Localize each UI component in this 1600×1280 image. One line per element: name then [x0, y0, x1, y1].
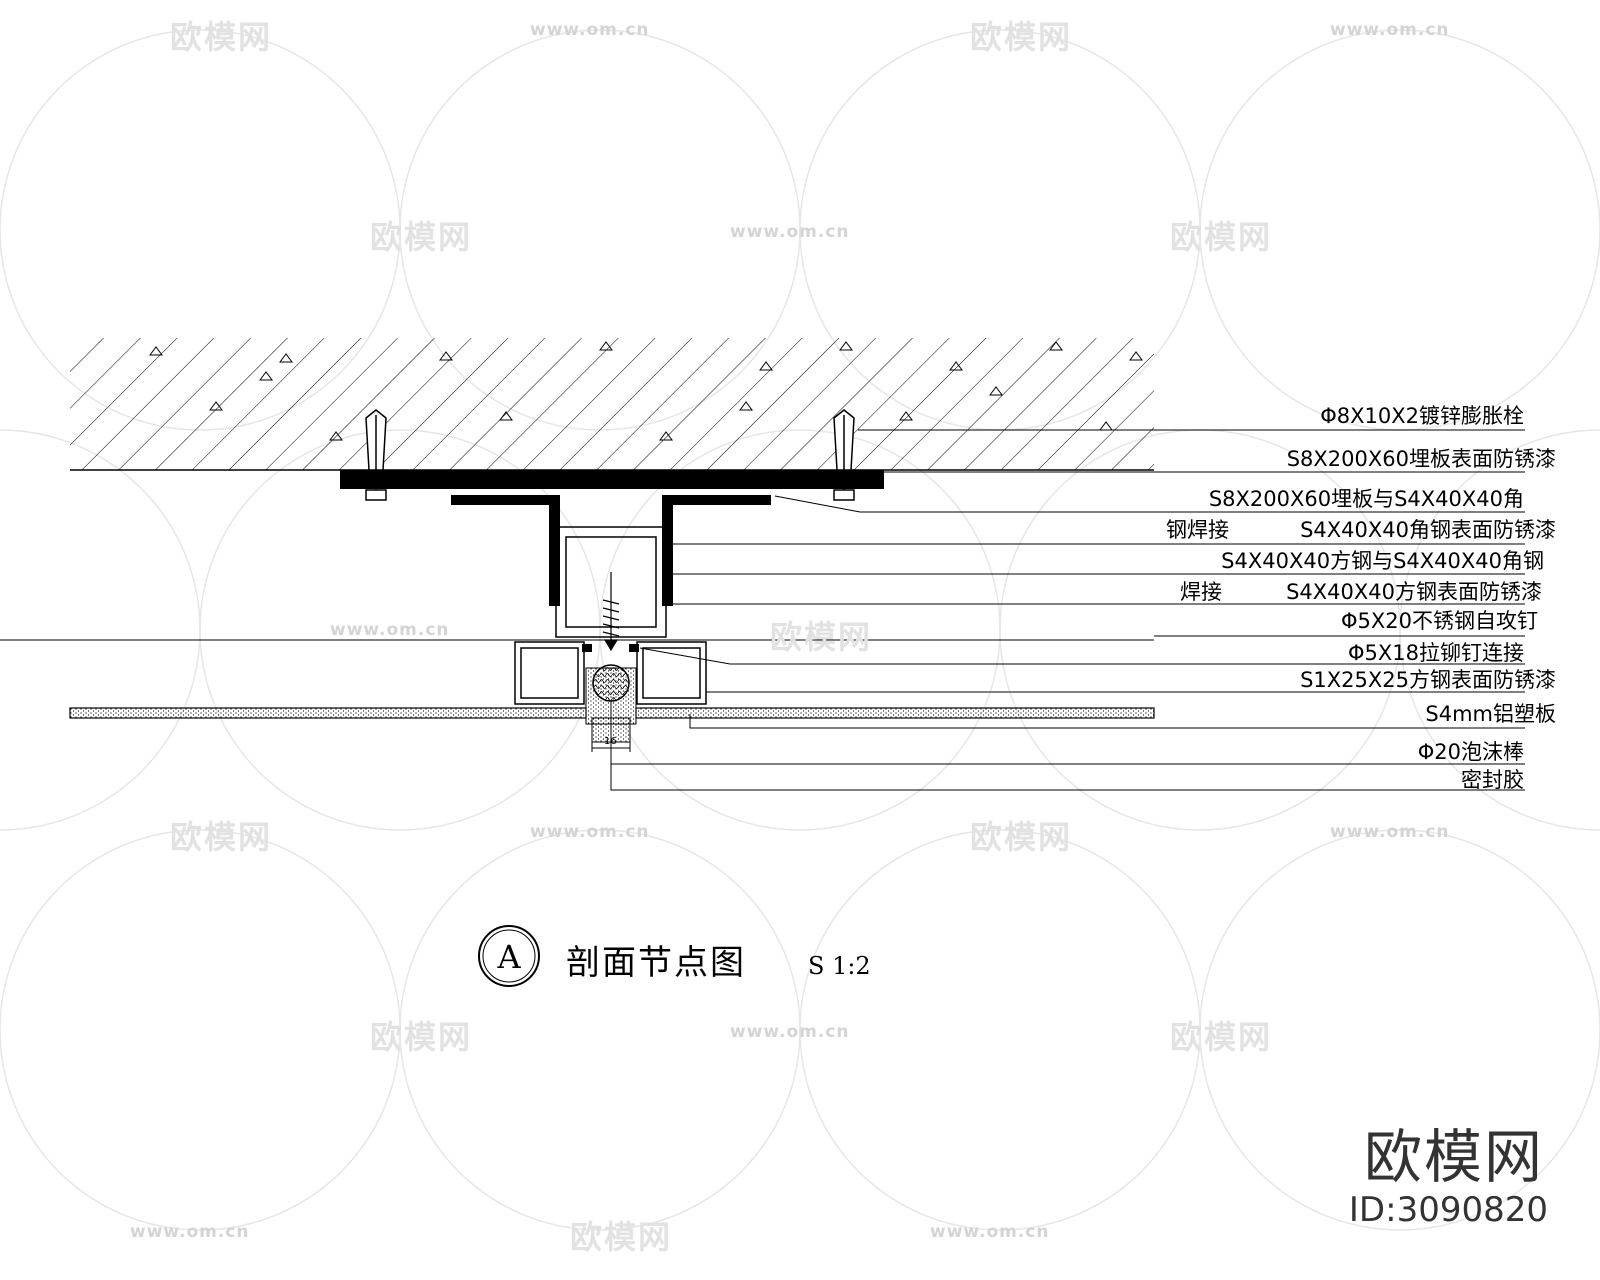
label-anchor-bolt: Φ8X10X2镀锌膨胀栓	[1320, 404, 1524, 428]
label-acp-panel: S4mm铝塑板	[1425, 702, 1556, 726]
label-plate-angle-weld: S8X200X60埋板与S4X40X40角	[1208, 487, 1524, 511]
label-sealant: 密封胶	[1461, 768, 1524, 792]
brand-id: ID:3090820	[1348, 1190, 1548, 1230]
foam-rod	[592, 664, 630, 702]
watermark-logo-1: 欧模网	[170, 18, 273, 56]
embed-plate	[340, 470, 884, 489]
label-foam-rod: Φ20泡沫棒	[1417, 740, 1524, 764]
watermark-logo-4: 欧模网	[1170, 218, 1273, 256]
panel-left	[69, 707, 587, 719]
watermark-logo-10: 欧模网	[570, 1218, 673, 1256]
watermark-url-1: www.om.cn	[530, 20, 650, 40]
small-tube-left	[514, 641, 585, 705]
anchor-bolt-left	[365, 409, 387, 501]
label-angle-paint: S4X40X40角钢表面防锈漆	[1300, 518, 1556, 542]
drawing-title: 剖面节点图	[566, 943, 746, 983]
small-tube-right	[636, 641, 707, 705]
label-self-tapping-screw: Φ5X20不锈钢自攻钉	[1341, 609, 1538, 633]
watermark-url-8: www.om.cn	[130, 1222, 250, 1242]
angle-steel-left	[451, 495, 560, 606]
title-mark: A	[478, 925, 540, 987]
dimension-label: 16	[604, 736, 617, 747]
concrete-slab	[70, 338, 1154, 471]
watermark-url-5: www.om.cn	[530, 822, 650, 842]
watermark-url-2: www.om.cn	[1330, 20, 1450, 40]
rivets	[582, 644, 639, 652]
watermark-logo-2: 欧模网	[970, 18, 1073, 56]
label-tube-paint: S4X40X40方钢表面防锈漆	[1286, 580, 1542, 604]
label-tube-angle-weld: S4X40X40方钢与S4X40X40角钢	[1221, 549, 1544, 573]
label-small-tube-paint: S1X25X25方钢表面防锈漆	[1300, 668, 1556, 692]
watermark-url-6: www.om.cn	[1330, 822, 1450, 842]
leader-lines	[610, 429, 1525, 791]
watermark-logo-8: 欧模网	[370, 1018, 473, 1056]
label-plate-angle-weld-2: 钢焊接	[1166, 518, 1229, 542]
angle-steel-right	[662, 495, 771, 606]
watermark-url-9: www.om.cn	[930, 1222, 1050, 1242]
watermark-logo-5: 欧模网	[770, 618, 873, 656]
title-mark-letter: A	[496, 938, 521, 976]
brand-logo: 欧模网	[1363, 1123, 1544, 1191]
drawing-scale: S 1:2	[808, 952, 871, 980]
watermark-logo-3: 欧模网	[370, 218, 473, 256]
watermark-logo-9: 欧模网	[1170, 1018, 1273, 1056]
watermark-url-4: www.om.cn	[330, 620, 450, 640]
label-tube-angle-weld-2: 焊接	[1180, 580, 1222, 604]
label-rivet: Φ5X18拉铆钉连接	[1348, 641, 1524, 665]
watermark-url-3: www.om.cn	[730, 222, 850, 242]
watermark-logo-7: 欧模网	[970, 818, 1073, 856]
watermark-url-7: www.om.cn	[730, 1022, 850, 1042]
label-embed-plate-paint: S8X200X60埋板表面防锈漆	[1286, 447, 1556, 471]
panel-right	[635, 707, 1155, 719]
watermark-logo-6: 欧模网	[170, 818, 273, 856]
